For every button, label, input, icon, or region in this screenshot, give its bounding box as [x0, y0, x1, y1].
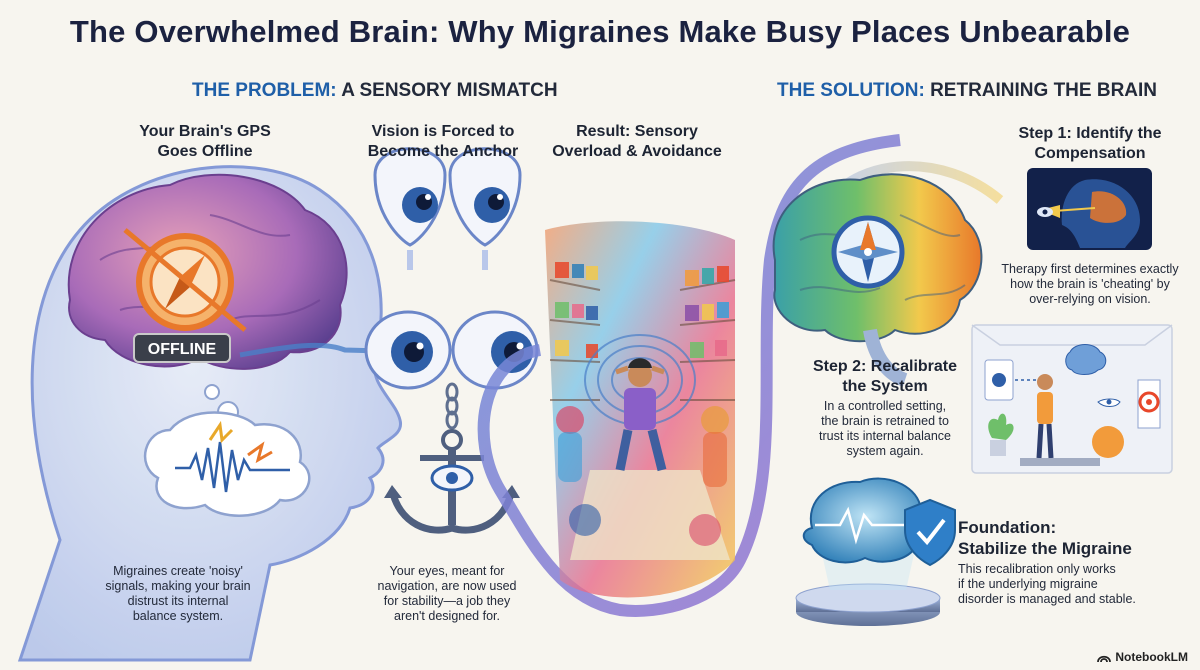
problem-heading-highlight: THE PROBLEM: — [192, 80, 337, 101]
anchored-eyes-icon — [364, 310, 539, 390]
step2-description: In a controlled setting, the brain is re… — [795, 399, 975, 459]
foundation-title: Foundation: Stabilize the Migraine — [958, 517, 1158, 559]
foundation-description: This recalibration only works if the und… — [958, 562, 1178, 607]
step1-desc-line: over-relying on vision. — [1029, 292, 1151, 306]
page-title: The Overwhelmed Brain: Why Migraines Mak… — [69, 14, 1131, 49]
chain-icon — [445, 382, 459, 430]
gps-offline-title-line2: Goes Offline — [157, 143, 253, 160]
stabilized-brain-pedestal — [795, 477, 941, 626]
compass-offline-icon — [123, 228, 247, 332]
solution-heading-highlight: THE SOLUTION: — [777, 80, 925, 101]
step1-description: Therapy first determines exactly how the… — [990, 262, 1190, 307]
anchor-icon — [384, 429, 520, 534]
step2-desc-line: In a controlled setting, — [823, 399, 947, 413]
step2-title-line2: the System — [842, 378, 928, 395]
noisy-signal-bubble — [143, 411, 311, 517]
step1-desc-line: how the brain is 'cheating' by — [1010, 277, 1170, 291]
notebooklm-brand: NotebookLM — [1097, 650, 1188, 664]
step1-title-line2: Compensation — [1034, 145, 1146, 162]
foundation-title-line2: Stabilize the Migraine — [958, 539, 1132, 558]
foundation-desc-line: if the underlying migraine — [958, 577, 1098, 591]
gps-offline-title: Your Brain's GPS Goes Offline — [110, 122, 300, 162]
compass-icon — [831, 215, 905, 289]
step2-desc-line: the brain is retrained to — [821, 414, 949, 428]
offline-badge: OFFLINE — [133, 333, 231, 363]
notebooklm-logo-icon — [1097, 655, 1112, 663]
problem-heading: THE PROBLEM: A SENSORY MISMATCH — [192, 80, 558, 102]
step2-desc-line: trust its internal balance — [818, 429, 951, 443]
gps-offline-description: Migraines create 'noisy' signals, making… — [78, 564, 278, 624]
head-scan-illustration — [1027, 168, 1152, 250]
noise-wave-icon — [175, 441, 290, 493]
step2-title-line1: Step 2: Recalibrate — [812, 358, 958, 375]
step2-desc-line: system again. — [846, 444, 924, 458]
foundation-desc-line: This recalibration only works — [958, 562, 1116, 576]
footer-brand-text: NotebookLM — [1115, 650, 1188, 664]
vision-desc-line: for stability—a job they — [383, 594, 511, 608]
sensory-overload-title-line2: Overload & Avoidance — [552, 143, 722, 160]
gps-offline-title-line1: Your Brain's GPS — [139, 123, 271, 140]
shield-check-icon — [904, 498, 956, 567]
solution-heading: THE SOLUTION: RETRAINING THE BRAIN — [777, 80, 1157, 102]
vision-anchor-title-line2: Become the Anchor — [367, 143, 519, 160]
solution-heading-rest: RETRAINING THE BRAIN — [930, 80, 1158, 101]
floating-eyes-icon — [373, 147, 522, 247]
crowded-store-scene — [545, 221, 736, 598]
sensory-overload-title-line1: Result: Sensory — [576, 123, 698, 140]
vision-anchor-title-line1: Vision is Forced to — [371, 123, 515, 140]
step1-title: Step 1: Identify the Compensation — [1000, 124, 1180, 164]
vision-desc-line: aren't designed for. — [394, 609, 500, 623]
step1-desc-line: Therapy first determines exactly — [1001, 262, 1179, 276]
gps-desc-line: balance system. — [132, 609, 224, 623]
vision-anchor-title: Vision is Forced to Become the Anchor — [348, 122, 538, 162]
gps-desc-line: signals, making your brain — [105, 579, 251, 593]
vision-desc-line: Your eyes, meant for — [389, 564, 505, 578]
foundation-desc-line: disorder is managed and stable. — [958, 592, 1136, 606]
step1-title-line1: Step 1: Identify the — [1018, 125, 1162, 142]
gps-desc-line: Migraines create 'noisy' — [113, 564, 243, 578]
vision-anchor-description: Your eyes, meant for navigation, are now… — [352, 564, 542, 624]
foundation-title-line1: Foundation: — [958, 518, 1057, 537]
vision-desc-line: navigation, are now used — [377, 579, 517, 593]
gps-desc-line: distrust its internal — [127, 594, 229, 608]
sensory-overload-title: Result: Sensory Overload & Avoidance — [542, 122, 732, 162]
therapy-room-illustration — [971, 324, 1173, 474]
problem-heading-rest: A SENSORY MISMATCH — [341, 80, 558, 101]
step2-title: Step 2: Recalibrate the System — [800, 357, 970, 397]
